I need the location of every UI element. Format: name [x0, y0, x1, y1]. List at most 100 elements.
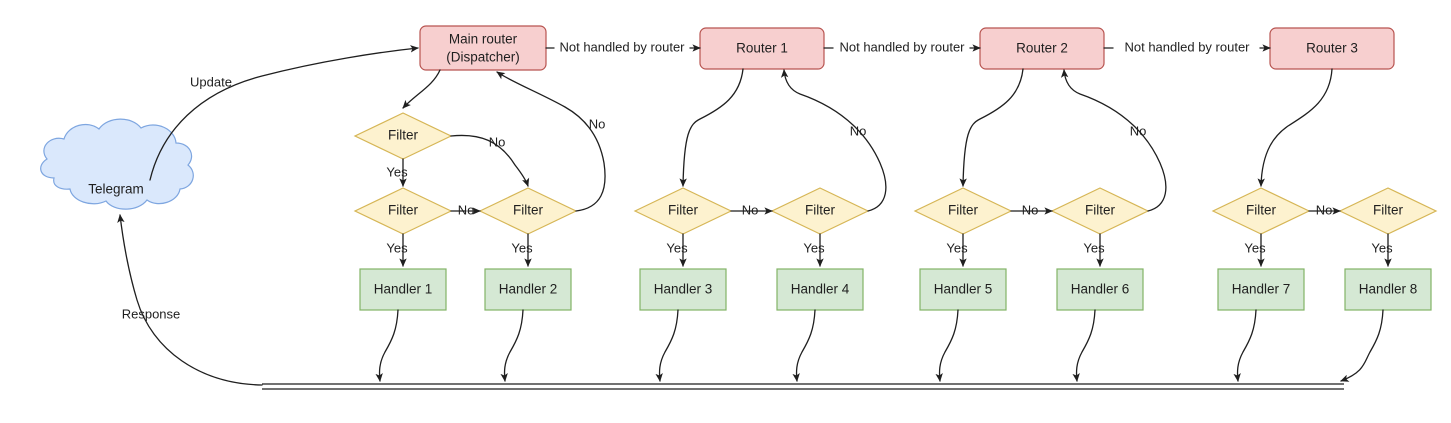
handler-2[interactable]: Handler 2 — [484, 268, 572, 311]
handler-1-label: Handler 1 — [374, 282, 433, 297]
handler-8-box[interactable] — [1344, 268, 1432, 311]
edge-filter7-no-filter8: No — [1308, 202, 1341, 217]
filter-8[interactable]: Filter — [1338, 187, 1438, 235]
response-bus — [262, 383, 1344, 390]
edge-router2-to-filter5 — [959, 68, 1024, 187]
edge-filter4-yes: Yes — [803, 233, 825, 267]
filter-6[interactable]: Filter — [1050, 187, 1150, 235]
edge-label-not-handled-2: Not handled by router — [839, 39, 965, 54]
handler-3-box[interactable] — [639, 268, 727, 311]
edge-router1-to-filter3 — [679, 68, 744, 187]
edge-handler5-to-bus — [935, 309, 959, 382]
edge-label-yes-8: Yes — [1371, 240, 1393, 255]
edge-handler3-to-bus — [655, 309, 679, 382]
edge-filter4-no-to-router1: No — [780, 69, 887, 212]
edge-filter5-yes: Yes — [946, 233, 968, 267]
edge-label-not-handled-1: Not handled by router — [559, 39, 685, 54]
edge-filter6-no-to-router2: No — [1060, 69, 1167, 212]
edge-filter3-yes: Yes — [666, 233, 688, 267]
edge-filter6-yes: Yes — [1083, 233, 1105, 267]
filter-2[interactable]: Filter — [478, 187, 578, 235]
router-1[interactable]: Router 1 — [699, 27, 825, 70]
edge-filter7-yes: Yes — [1244, 233, 1266, 267]
edge-label-no-0: No — [489, 134, 506, 149]
edge-router3-to-filter7 — [1257, 68, 1333, 187]
edge-router2-to-router3: Not handled by router — [1103, 39, 1271, 54]
edge-handler6-to-bus — [1072, 309, 1096, 382]
edge-label-yes-5: Yes — [946, 240, 968, 255]
edge-label-yes-4: Yes — [803, 240, 825, 255]
edge-update: Update — [149, 45, 419, 181]
filter-8-label: Filter — [1373, 203, 1404, 218]
handler-8[interactable]: Handler 8 — [1344, 268, 1432, 311]
router-3-label: Router 3 — [1306, 41, 1358, 56]
edge-handler7-to-bus — [1233, 309, 1257, 382]
handler-7-label: Handler 7 — [1232, 282, 1291, 297]
filter-1[interactable]: Filter — [353, 187, 453, 235]
edge-router1-to-router2: Not handled by router — [823, 39, 981, 54]
handler-6[interactable]: Handler 6 — [1056, 268, 1144, 311]
edge-label-no-4: No — [850, 123, 867, 138]
edge-main-to-router1: Not handled by router — [545, 39, 701, 54]
router-main-label-line2: (Dispatcher) — [446, 50, 520, 65]
edge-filter8-yes: Yes — [1371, 233, 1393, 267]
handler-4-box[interactable] — [776, 268, 864, 311]
router-2[interactable]: Router 2 — [979, 27, 1105, 70]
handler-2-label: Handler 2 — [499, 282, 558, 297]
filter-main-top[interactable]: Filter — [353, 112, 453, 160]
filter-7-label: Filter — [1246, 203, 1277, 218]
edge-filter2-no-to-main: No — [496, 71, 606, 212]
edge-label-no-1: No — [458, 202, 475, 217]
router-main-label-line1: Main router — [449, 32, 518, 47]
filter-5[interactable]: Filter — [913, 187, 1013, 235]
edge-label-response: Response — [122, 306, 181, 321]
cloud-shape — [40, 118, 194, 210]
filter-4[interactable]: Filter — [770, 187, 870, 235]
filter-1-label: Filter — [388, 203, 419, 218]
router-1-label: Router 1 — [736, 41, 788, 56]
filter-4-label: Filter — [805, 203, 836, 218]
edge-handler8-to-bus — [1340, 309, 1384, 382]
handler-5-box[interactable] — [919, 268, 1007, 311]
router-3[interactable]: Router 3 — [1269, 27, 1395, 70]
edge-handler2-to-bus — [500, 309, 524, 382]
edge-label-no-6: No — [1130, 123, 1147, 138]
edge-label-update: Update — [190, 74, 232, 89]
edge-filter1-no-filter2: No — [450, 202, 481, 217]
handler-7[interactable]: Handler 7 — [1217, 268, 1305, 311]
edge-handler1-to-bus — [375, 309, 399, 382]
edge-filter2-yes: Yes — [511, 233, 533, 267]
edge-label-not-handled-3: Not handled by router — [1124, 39, 1250, 54]
handler-1-box[interactable] — [359, 268, 447, 311]
filter-6-label: Filter — [1085, 203, 1116, 218]
handler-5[interactable]: Handler 5 — [919, 268, 1007, 311]
filter-3[interactable]: Filter — [633, 187, 733, 235]
router-main[interactable]: Main router (Dispatcher) — [419, 25, 547, 71]
filter-7[interactable]: Filter — [1211, 187, 1311, 235]
filter-5-label: Filter — [948, 203, 979, 218]
edge-label-yes-6: Yes — [1083, 240, 1105, 255]
handler-8-label: Handler 8 — [1359, 282, 1418, 297]
edge-label-no-7: No — [1316, 202, 1333, 217]
edge-label-no-5: No — [1022, 202, 1039, 217]
filter-3-label: Filter — [668, 203, 699, 218]
handler-1[interactable]: Handler 1 — [359, 268, 447, 311]
telegram-cloud: Telegram — [40, 118, 194, 210]
edge-filter1-yes: Yes — [386, 233, 408, 267]
edge-label-yes-1: Yes — [386, 240, 408, 255]
handler-7-box[interactable] — [1217, 268, 1305, 311]
handler-6-box[interactable] — [1056, 268, 1144, 311]
handler-6-label: Handler 6 — [1071, 282, 1130, 297]
handler-5-label: Handler 5 — [934, 282, 993, 297]
edge-label-no-3: No — [742, 202, 759, 217]
handler-3[interactable]: Handler 3 — [639, 268, 727, 311]
edge-label-yes-7: Yes — [1244, 240, 1266, 255]
edge-main-to-filter-top — [402, 69, 441, 109]
handler-2-box[interactable] — [484, 268, 572, 311]
edge-handler4-to-bus — [792, 309, 816, 382]
handler-4[interactable]: Handler 4 — [776, 268, 864, 311]
edge-label-yes-2: Yes — [511, 240, 533, 255]
edge-response: Response — [117, 214, 263, 386]
edge-label-yes-0: Yes — [386, 164, 408, 179]
